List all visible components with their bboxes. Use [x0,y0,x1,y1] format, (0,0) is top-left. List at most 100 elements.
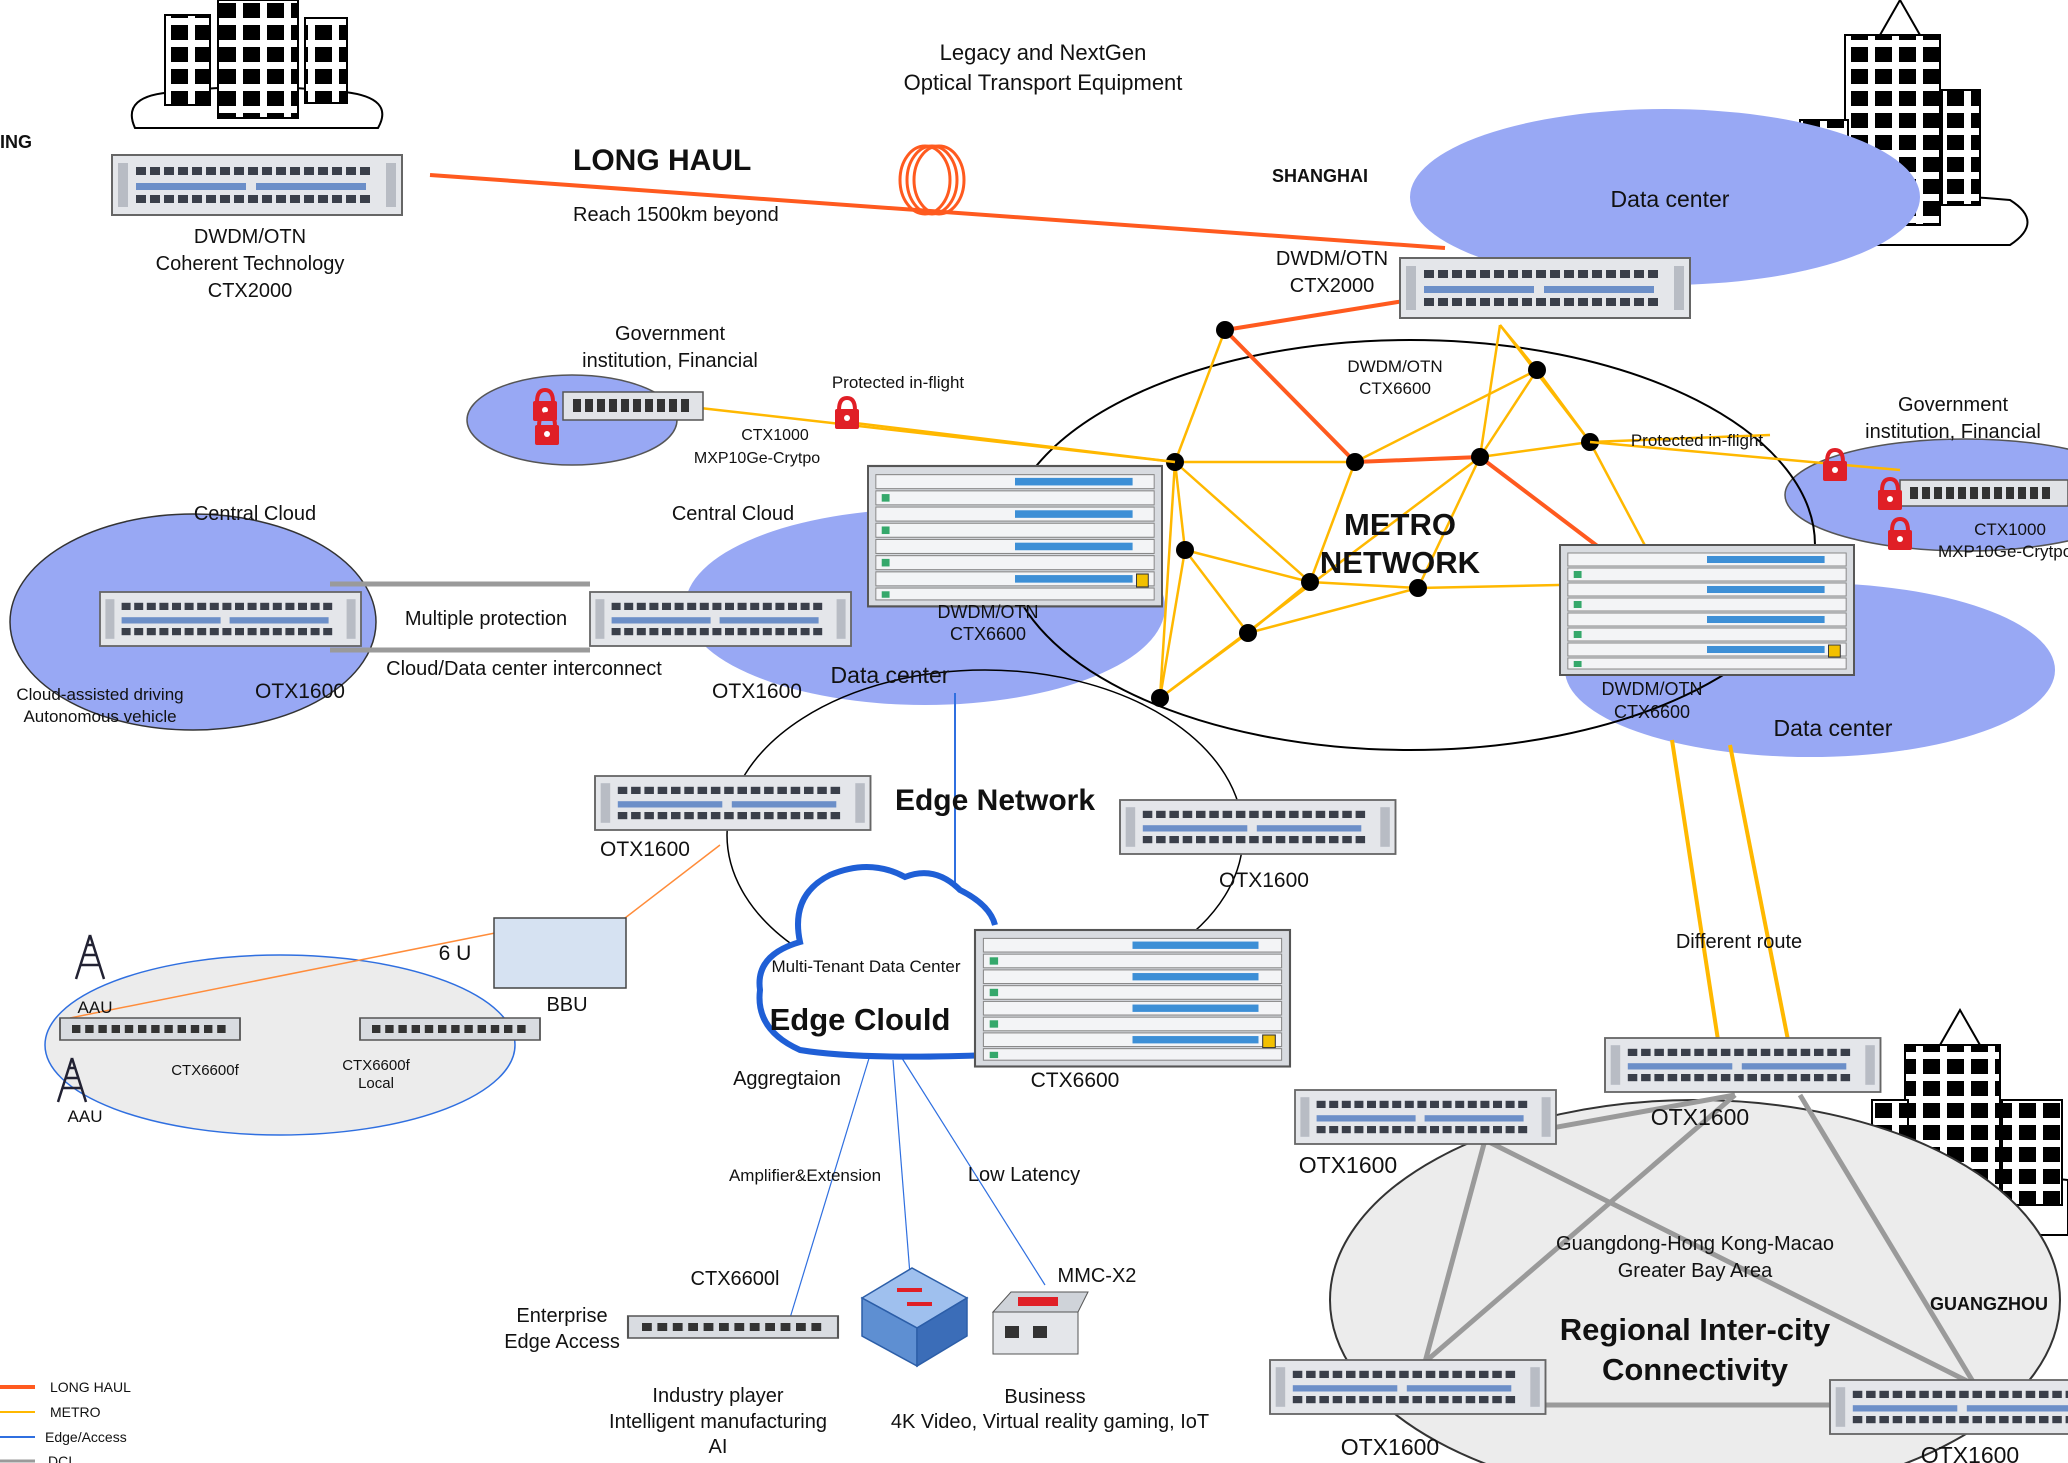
regional-title-2: Connectivity [1602,1352,1789,1387]
ctx1000-left-label-1: CTX1000 [741,427,809,444]
different-route-link-2 [1728,744,1790,1041]
ctx6600-center-label-2: CTX6600 [950,624,1026,644]
six-u-label: 6 U [439,942,472,965]
aggregation-label: Aggregtaion [733,1068,841,1090]
lock-icon [833,396,861,431]
ctx2000-left-label-2: Coherent Technology [156,253,345,275]
different-route-link-1 [1670,739,1720,1041]
reach-label: Reach 1500km beyond [573,204,779,226]
bbu-device [493,917,627,989]
protected-right-label: Protected in-flight [1631,431,1764,450]
ctx6600f-local-device [359,1017,541,1041]
otx1600-edge-left-device [594,775,872,831]
otx1600-central-right-label: OTX1600 [712,680,802,703]
metro-title-1: METRO [1344,507,1456,542]
city-shanghai: SHANGHAI [1272,166,1368,186]
ctx6600-edge-device [973,928,1292,1068]
gov-links [699,406,1901,472]
ctx1000-right-label-2: MXP10Ge-Crytpo [1938,542,2068,561]
enterprise-link [789,1054,871,1319]
industry-label-3: AI [709,1436,728,1458]
ctx2000-right-label-1: DWDM/OTN [1276,248,1388,270]
different-route-label: Different route [1676,931,1802,953]
metro-mesh [854,324,1771,700]
data-center-top-label: Data center [1611,186,1730,212]
regional-title-1: Regional Inter-city [1560,1312,1831,1347]
data-center-right-label: Data center [1774,715,1893,741]
aau-bottom-label: AAU [68,1107,103,1126]
aau-ellipse [44,954,516,1136]
gov-left-label-1: Government [615,323,725,345]
otx1600-central-right-device [589,591,852,647]
protected-left-label: Protected in-flight [832,373,965,392]
long-haul-link [429,173,1446,250]
ctx6600-right-label-1: DWDM/OTN [1602,679,1703,699]
industry-label-1: Industry player [652,1385,784,1407]
low-latency-label: Low Latency [968,1164,1080,1186]
legend-label-long-haul: LONG HAUL [50,1379,131,1395]
gba-label-2: Greater Bay Area [1618,1260,1773,1282]
otx1600-region-bottom-left-device [1269,1359,1547,1415]
legend-label-metro: METRO [50,1404,101,1420]
fiber-coil [898,144,966,216]
gov-left-label-2: institution, Financial [582,350,758,372]
ctx1000-left-label-2: MXP10Ge-Crytpo [694,450,820,467]
cloud-driving-label-2: Autonomous vehicle [23,707,176,726]
ctx1000-right-device [1899,479,2068,507]
long-haul-title: LONG HAUL [573,144,751,177]
industry-label-2: Intelligent manufacturing [609,1411,827,1433]
metro-title-2: NETWORK [1320,545,1481,580]
ctx2000-left-label-3: CTX2000 [208,280,293,302]
ctx6600-edge-label: CTX6600 [1031,1069,1120,1092]
ctx6600l-label: CTX6600l [691,1268,780,1290]
multi-tenant-label: Multi-Tenant Data Center [772,957,961,976]
ctx2000-left-device [111,154,403,216]
otx1600-central-left-label: OTX1600 [255,680,345,703]
ctx2000-right-device [1399,257,1691,319]
ctx6600-center-device [866,464,1164,608]
ctx1000-left-device [562,391,704,421]
ctx6600f-device [59,1017,241,1041]
edge-cloud-title: Edge Clould [770,1002,951,1037]
central-cloud-left-label: Central Cloud [194,503,316,525]
switch-link [892,1059,913,1301]
building-top-left [130,0,384,129]
dci-label: Cloud/Data center interconnect [386,658,662,680]
ctx6600-right-device [1559,544,1855,676]
lock-icon [1821,448,1849,483]
ctx6600f-local-label-2: Local [358,1075,394,1092]
switch-icon [860,1267,969,1368]
edge-network-title: Edge Network [895,784,1095,817]
title-equipment-line2: Optical Transport Equipment [904,70,1183,95]
data-center-center-label: Data center [831,662,950,688]
metro-long-haul-links [1223,298,1602,550]
gov-right-label-1: Government [1898,394,2008,416]
aau-top-label: AAU [78,998,113,1017]
otx1600-region-bottom-right-device [1829,1379,2068,1435]
ctx6600l-device [626,1314,840,1340]
otx1600-region-bottom-right-label: OTX1600 [1921,1442,2019,1463]
amplifier-label: Amplifier&Extension [729,1166,881,1185]
ctx2000-left-label-1: DWDM/OTN [194,226,306,248]
otx1600-edge-right-device [1119,799,1397,855]
otx1600-region-left-device [1294,1089,1557,1145]
enterprise-label-2: Edge Access [504,1331,620,1353]
gba-label-1: Guangdong-Hong Kong-Macao [1556,1233,1834,1255]
city-guangzhou: GUANGZHOU [1930,1294,2048,1314]
city-beijing: ING [0,132,32,152]
ctx2000-right-label-2: CTX2000 [1290,275,1375,297]
bbu-link [624,844,721,919]
ctx6600f-label: CTX6600f [171,1062,239,1079]
mmc-x2-label: MMC-X2 [1058,1265,1137,1287]
otx1600-edge-right-label: OTX1600 [1219,869,1309,892]
gov-right-label-2: institution, Financial [1865,421,2041,443]
metro-nodes [1151,321,1599,707]
mmc-link [899,1054,1046,1286]
business-label-2: 4K Video, Virtual reality gaming, IoT [891,1411,1209,1433]
ctx6600-right-label-2: CTX6600 [1614,702,1690,722]
legend-label-dci: DCI [48,1453,72,1463]
ctx6600f-local-label-1: CTX6600f [342,1057,410,1074]
cloud-driving-label-1: Cloud-assisted driving [16,685,183,704]
otx1600-region-top-device [1604,1037,1882,1093]
